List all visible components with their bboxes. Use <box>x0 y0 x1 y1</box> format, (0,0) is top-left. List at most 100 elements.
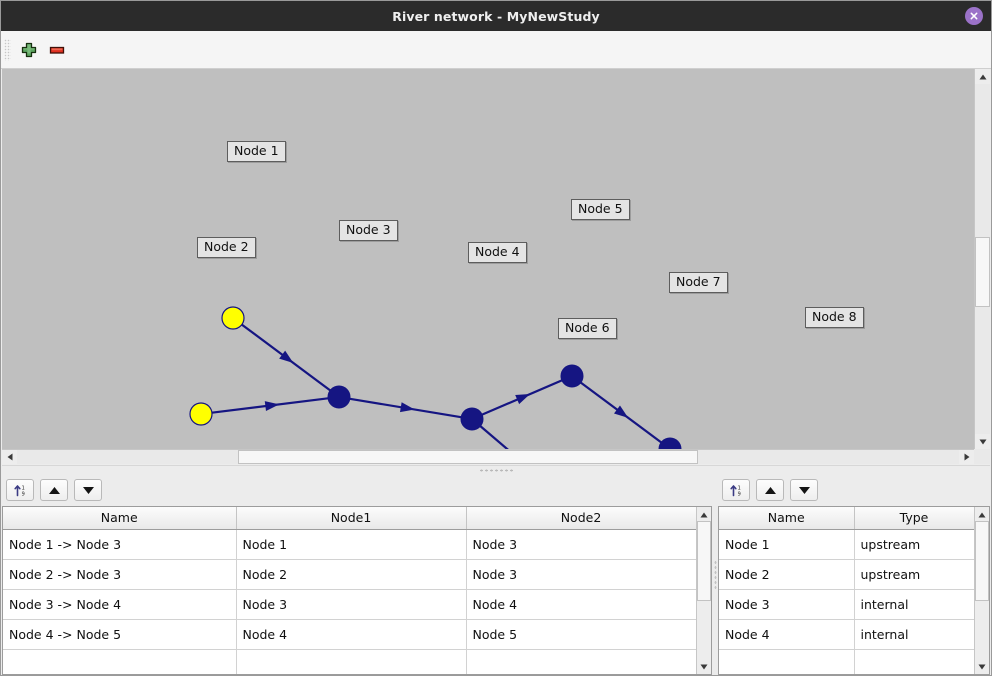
table-cell[interactable] <box>466 649 697 674</box>
reaches-vscroll-thumb[interactable] <box>697 521 711 601</box>
table-row[interactable] <box>719 649 975 674</box>
graph-node[interactable] <box>327 385 351 409</box>
reaches-move-up-button[interactable] <box>40 479 68 501</box>
nodes-move-down-button[interactable] <box>790 479 818 501</box>
nodes-toolbar: 1 9 <box>718 474 818 506</box>
reaches-move-down-button[interactable] <box>74 479 102 501</box>
table-cell[interactable]: internal <box>854 589 975 620</box>
table-cell[interactable]: Node 3 <box>466 559 697 590</box>
nodes-vertical-scrollbar[interactable] <box>974 507 989 674</box>
remove-node-button[interactable] <box>43 36 71 64</box>
table-cell[interactable]: Node 5 <box>466 619 697 650</box>
table-cell[interactable]: internal <box>854 619 975 650</box>
graph-node-label[interactable]: Node 1 <box>227 141 286 162</box>
table-cell[interactable]: Node 2 -> Node 3 <box>3 559 237 590</box>
graph-node-label[interactable]: Node 4 <box>468 242 527 263</box>
scroll-right-arrow-icon[interactable] <box>959 450 974 464</box>
table-cell[interactable]: Node 1 <box>719 529 855 560</box>
graph-vscroll-thumb[interactable] <box>975 237 990 307</box>
table-cell[interactable]: Node 3 <box>236 589 467 620</box>
table-cell[interactable]: Node 2 <box>236 559 467 590</box>
graph-horizontal-scrollbar[interactable] <box>2 449 974 464</box>
table-cell[interactable] <box>236 649 467 674</box>
reaches-sort-button[interactable]: 1 9 <box>6 479 34 501</box>
close-icon[interactable] <box>965 7 983 25</box>
graph-node[interactable] <box>560 364 584 388</box>
table-cell[interactable]: Node 4 <box>466 589 697 620</box>
edge-arrow-icon <box>400 402 415 413</box>
column-header[interactable]: Name <box>719 507 855 530</box>
scrollbar-corner <box>974 449 990 464</box>
splitter-grip <box>479 468 513 472</box>
table-cell[interactable]: Node 3 <box>719 589 855 620</box>
nodes-scroll-up-icon[interactable] <box>975 507 989 522</box>
column-header[interactable]: Node1 <box>236 507 467 530</box>
main-toolbar <box>1 31 991 69</box>
graph-node[interactable] <box>189 402 213 426</box>
nodes-scroll-down-icon[interactable] <box>975 659 989 674</box>
nodes-move-up-button[interactable] <box>756 479 784 501</box>
svg-text:9: 9 <box>21 491 24 497</box>
graph-vertical-scrollbar[interactable] <box>974 69 990 449</box>
triangle-up-icon <box>48 486 60 494</box>
minus-red-icon <box>49 46 65 54</box>
river-network-graph[interactable]: Node 1 Node 2 Node 3 Node 4 Node 5 Node 6 Node… <box>2 69 990 464</box>
graph-node-label[interactable]: Node 7 <box>669 272 728 293</box>
horizontal-splitter[interactable] <box>2 465 990 474</box>
edge-arrow-icon <box>279 350 294 364</box>
table-row[interactable] <box>3 649 697 674</box>
table-cell[interactable]: upstream <box>854 559 975 590</box>
scroll-down-arrow-icon[interactable] <box>975 434 990 449</box>
table-cell[interactable] <box>3 649 237 674</box>
table-cell[interactable]: Node 1 <box>236 529 467 560</box>
graph-node-label[interactable]: Node 6 <box>558 318 617 339</box>
reaches-scroll-down-icon[interactable] <box>697 659 711 674</box>
graph-node[interactable] <box>460 407 484 431</box>
reaches-scroll-up-icon[interactable] <box>697 507 711 522</box>
vertical-splitter[interactable] <box>712 474 718 675</box>
add-node-button[interactable] <box>15 36 43 64</box>
svg-text:1: 1 <box>737 485 740 491</box>
table-cell[interactable]: Node 3 -> Node 4 <box>3 589 237 620</box>
nodes-vscroll-thumb[interactable] <box>975 521 989 601</box>
graph-hscroll-thumb[interactable] <box>238 450 698 464</box>
table-cell[interactable]: Node 4 <box>719 619 855 650</box>
table-cell[interactable]: Node 4 <box>236 619 467 650</box>
scroll-up-arrow-icon[interactable] <box>975 69 990 84</box>
graph-node-label[interactable]: Node 5 <box>571 199 630 220</box>
window-title: River network - MyNewStudy <box>392 8 600 24</box>
graph-node-label[interactable]: Node 3 <box>339 220 398 241</box>
table-cell[interactable]: Node 3 <box>466 529 697 560</box>
table-cell[interactable]: Node 2 <box>719 559 855 590</box>
table-cell[interactable]: upstream <box>854 529 975 560</box>
graph-node-label[interactable]: Node 8 <box>805 307 864 328</box>
table-cell[interactable]: Node 1 -> Node 3 <box>3 529 237 560</box>
column-header[interactable]: Name <box>3 507 237 530</box>
reaches-toolbar: 1 9 <box>2 474 102 506</box>
nodes-sort-button[interactable]: 1 9 <box>722 479 750 501</box>
toolbar-grip[interactable] <box>4 38 11 61</box>
scroll-left-arrow-icon[interactable] <box>2 450 17 464</box>
column-header[interactable]: Type <box>854 507 975 530</box>
column-header[interactable]: Node2 <box>466 507 697 530</box>
table-cell[interactable] <box>854 649 975 674</box>
graph-node[interactable] <box>221 306 245 330</box>
reaches-vertical-scrollbar[interactable] <box>696 507 711 674</box>
table-cell[interactable] <box>719 649 855 674</box>
edge-arrow-icon <box>614 405 629 418</box>
table-cell[interactable]: Node 4 -> Node 5 <box>3 619 237 650</box>
triangle-down-icon <box>798 486 810 494</box>
graph-node-label[interactable]: Node 2 <box>197 237 256 258</box>
